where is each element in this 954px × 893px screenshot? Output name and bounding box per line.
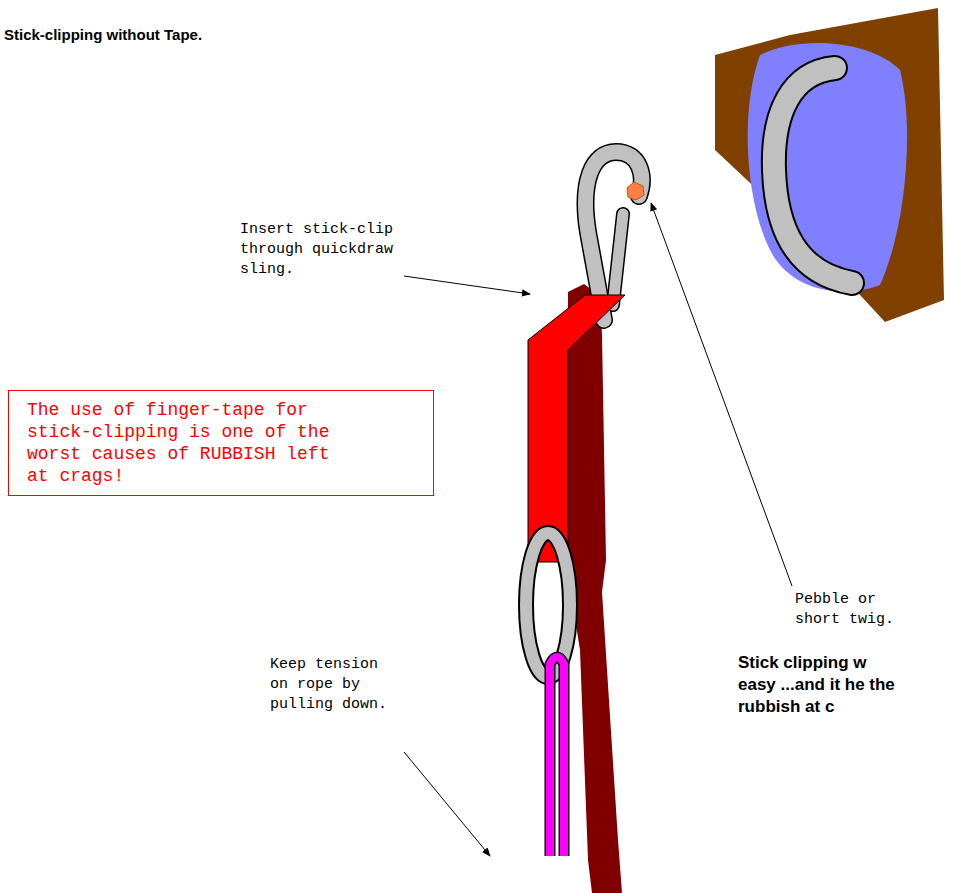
carabiner-gate: [613, 214, 623, 305]
note-text: Stick clipping w easy ...and it he the r…: [738, 652, 908, 718]
blue-patch: [748, 43, 907, 292]
rope: [550, 657, 564, 856]
carabiner-gate-outline: [613, 214, 623, 305]
leader-line: [651, 203, 792, 586]
warning-text: The use of finger-tape for stick-clippin…: [27, 399, 347, 487]
bolt-hanger: [774, 68, 852, 283]
diagram-title: Stick-clipping without Tape.: [4, 26, 202, 43]
rock: [715, 8, 944, 322]
warning-box: The use of finger-tape for stick-clippin…: [8, 390, 434, 496]
quickdraw-sling: [528, 295, 625, 562]
rope-outline: [550, 657, 564, 856]
callout-label: Insert stick-clip through quickdraw slin…: [240, 220, 400, 280]
pebble: [627, 182, 644, 200]
callout-label: Keep tension on rope by pulling down.: [270, 655, 395, 715]
leader-line: [404, 752, 490, 856]
bolt-hanger-outline: [774, 68, 852, 283]
leader-line: [404, 276, 530, 294]
callout-label: Pebble or short twig.: [795, 590, 907, 630]
